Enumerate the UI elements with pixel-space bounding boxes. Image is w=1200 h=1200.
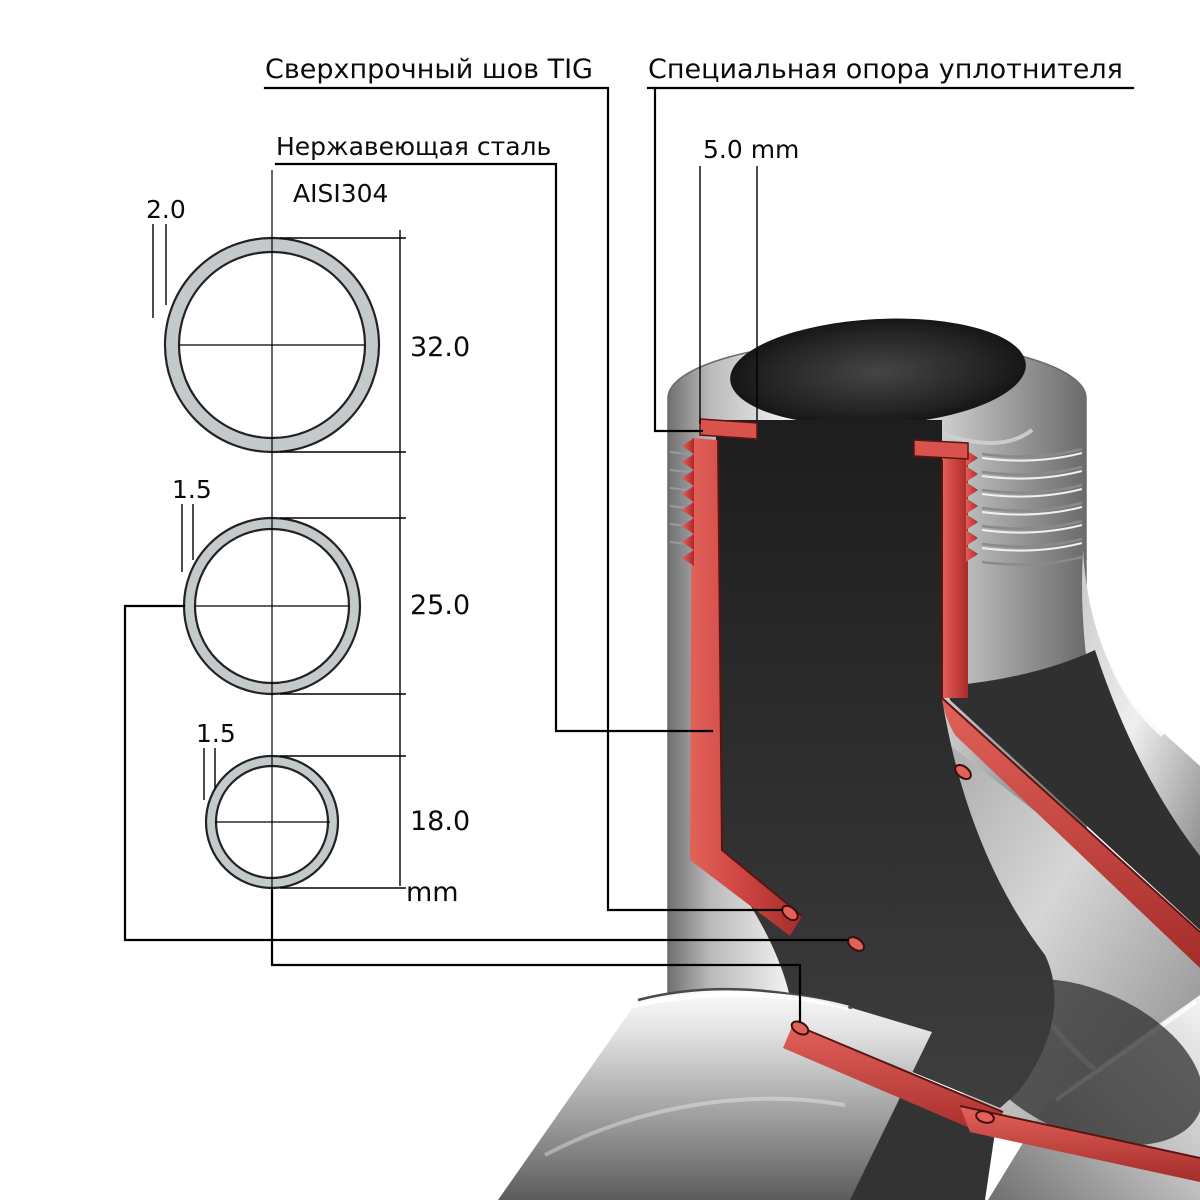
diagram-text: Сверхпрочный шов TIG Специальная опора у… xyxy=(146,54,1123,908)
seal-support-ledge-left xyxy=(699,418,758,440)
thread-grooves xyxy=(669,447,1083,566)
section-strip-bottom-red xyxy=(960,1106,1200,1182)
dim-outer-diameter-18: 18.0 xyxy=(410,806,470,837)
label-material: Нержавеющая сталь xyxy=(276,132,551,161)
cavity-wedge-dark xyxy=(948,650,1200,930)
leader-lines xyxy=(123,86,1135,1024)
dimension-lines xyxy=(152,166,758,889)
section-wall-left-red xyxy=(690,438,802,936)
weld-dot-2 xyxy=(846,936,866,952)
right-branch-shoulder xyxy=(1082,550,1200,860)
section-strip-bottom-edge xyxy=(959,1105,1200,1159)
section-wall-left-edge xyxy=(717,439,803,917)
section-strip-long-edge xyxy=(941,697,1200,933)
weld-dot-5 xyxy=(954,763,972,781)
section-wall-right-red xyxy=(942,450,968,698)
leader-seal-support xyxy=(653,86,704,433)
label-material-grade: AISI304 xyxy=(293,179,388,208)
weld-dot-4 xyxy=(975,1110,995,1124)
section-thread-teeth-left xyxy=(682,438,694,566)
weld-dot-3 xyxy=(790,1020,810,1036)
dim-outer-diameter-25: 25.0 xyxy=(410,590,470,621)
label-seal-support: Специальная опора уплотнителя xyxy=(648,54,1123,85)
units-label: mm xyxy=(406,877,459,908)
dim-wall-thickness-18: 1.5 xyxy=(196,719,236,748)
cavity-section-dark xyxy=(716,420,1055,1108)
section-strip-lower-red xyxy=(783,1024,1003,1138)
section-strip-lower-edge xyxy=(792,1023,1004,1113)
pipe-cross-sections xyxy=(163,170,381,890)
leader-material xyxy=(274,162,714,733)
lower-left-pipe-highlight-2 xyxy=(544,1096,846,1157)
section-strip-long-red xyxy=(942,698,1200,968)
section-thread-teeth-right xyxy=(966,450,978,562)
dim-seal-width: 5.0 mm xyxy=(703,135,799,164)
dim-outer-diameter-32: 32.0 xyxy=(410,332,470,363)
tube-opening xyxy=(730,318,1026,426)
dim-wall-thickness-25: 1.5 xyxy=(172,475,212,504)
lower-left-pipe-highlight xyxy=(599,992,849,1017)
section-faces-red xyxy=(682,418,1200,1182)
dim-wall-thickness-32: 2.0 xyxy=(146,195,186,224)
seal-support-ledge-right xyxy=(913,439,969,460)
weld-dot-1 xyxy=(781,904,799,922)
leader-pipe-18 xyxy=(270,886,802,1024)
rim-front-edge xyxy=(937,428,1034,445)
render-3d-fitting xyxy=(498,318,1200,1200)
label-tig-seam: Сверхпрочный шов TIG xyxy=(265,54,593,85)
leader-pipe-25 xyxy=(123,604,850,942)
shoulder-highlight xyxy=(1086,559,1165,737)
leader-tig-seam xyxy=(263,86,784,912)
